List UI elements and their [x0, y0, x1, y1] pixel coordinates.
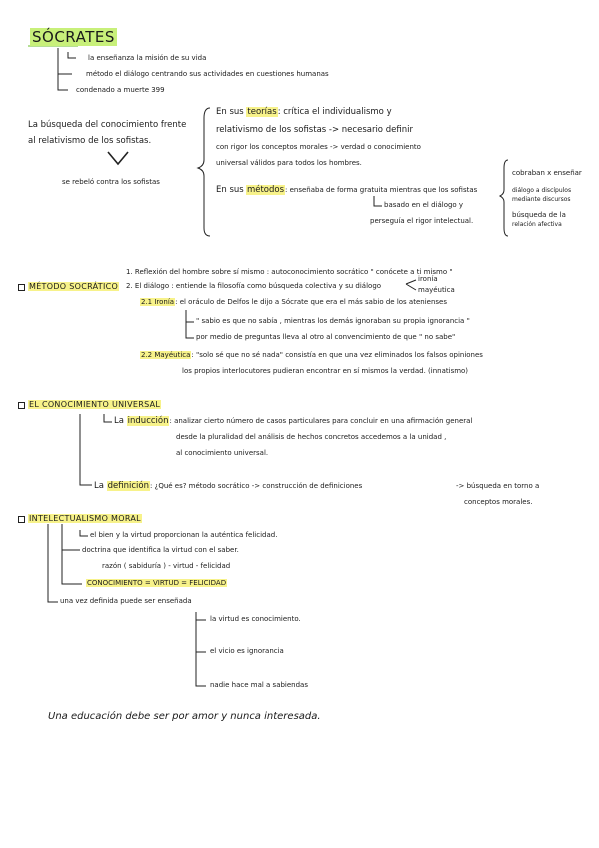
rebelo-text: se rebeló contra los sofistas: [62, 178, 160, 186]
intro-line-1: la enseñanza la misión de su vida: [88, 54, 207, 62]
teorias-line-1: En sus teorías: crítica el individualism…: [216, 107, 392, 117]
metodos-line-2: basado en el diálogo y: [384, 201, 464, 209]
closing-sentence: Una educación debe ser por amor y nunca …: [48, 711, 321, 722]
intelectualismo-line-5: una vez definida puede ser enseñada: [60, 597, 192, 605]
intelectualismo-sub-2: el vicio es ignorancia: [210, 647, 284, 655]
busqueda-line-1: La búsqueda del conocimiento frente: [28, 120, 187, 130]
ironia-text: 2.1 Ironía: el oráculo de Delfos le dijo…: [140, 298, 447, 306]
side-note-4: búsqueda de la: [512, 211, 566, 219]
metodos-line-1: En sus métodos: enseñaba de forma gratui…: [216, 185, 478, 195]
intelectualismo-sub-3: nadie hace mal a sabiendas: [210, 681, 308, 689]
intelectualismo-line-4: CONOCIMIENTO = VIRTUD = FELICIDAD: [86, 579, 228, 587]
mayeutica-text-2: los propios interlocutores pudieran enco…: [182, 367, 469, 375]
intelectualismo-sub-1: la virtud es conocimiento.: [210, 615, 301, 623]
busqueda-line-2: al relativismo de los sofistas.: [28, 136, 152, 146]
definicion-line-1: La definición: ¿Qué es? método socrático…: [94, 481, 363, 491]
induccion-line-1: La inducción: analizar cierto número de …: [114, 416, 473, 426]
definicion-line-3: conceptos morales.: [464, 498, 533, 506]
checkbox-conocimiento: [18, 402, 25, 409]
metodo-item-1: 1. Reflexión del hombre sobre sí mismo :…: [126, 268, 453, 276]
ironia-quote: " sabio es que no sabía , mientras los d…: [196, 317, 470, 325]
side-note-1: cobraban x enseñar: [512, 169, 582, 177]
mayeutica-text: 2.2 Mayéutica: "solo sé que no sé nada" …: [140, 351, 483, 359]
metodo-item-2: 2. El diálogo : entiende la filosofía co…: [126, 282, 382, 290]
ironia-preguntas: por medio de preguntas lleva al otro al …: [196, 333, 456, 341]
section-intelectualismo-moral: INTELECTUALISMO MORAL: [28, 514, 142, 523]
checkbox-metodo: [18, 284, 25, 291]
teorias-line-2: relativismo de los sofistas -> necesario…: [216, 125, 413, 135]
side-note-2: diálogo a discípulos: [512, 187, 572, 194]
definicion-line-2: -> búsqueda en torno a: [456, 482, 540, 490]
metodos-line-3: perseguía el rigor intelectual.: [370, 217, 474, 225]
intro-line-2: método el diálogo centrando sus activida…: [86, 70, 329, 78]
intelectualismo-line-2: doctrina que identifica la virtud con el…: [82, 546, 239, 554]
branch-mayeutica: mayéutica: [418, 286, 455, 294]
section-metodo-socratico: MÉTODO SOCRÁTICO: [28, 282, 120, 291]
branch-ironia: ironía: [418, 275, 438, 283]
intro-line-3: condenado a muerte 399: [76, 86, 165, 94]
checkbox-intelectualismo: [18, 516, 25, 523]
induccion-line-2: desde la pluralidad del análisis de hech…: [176, 433, 447, 441]
section-conocimiento-universal: EL CONOCIMIENTO UNIVERSAL: [28, 400, 162, 409]
intelectualismo-line-3: razón ( sabiduría ) - virtud - felicidad: [102, 562, 231, 570]
side-note-5: relación afectiva: [512, 221, 562, 228]
teorias-line-4: universal válidos para todos los hombres…: [216, 159, 362, 167]
page-title: SÓCRATES: [30, 28, 117, 46]
side-note-3: mediante discursos: [512, 196, 571, 203]
intelectualismo-line-1: el bien y la virtud proporcionan la auté…: [90, 531, 278, 539]
induccion-line-3: al conocimiento universal.: [176, 449, 269, 457]
teorias-line-3: con rigor los conceptos morales -> verda…: [216, 143, 421, 151]
